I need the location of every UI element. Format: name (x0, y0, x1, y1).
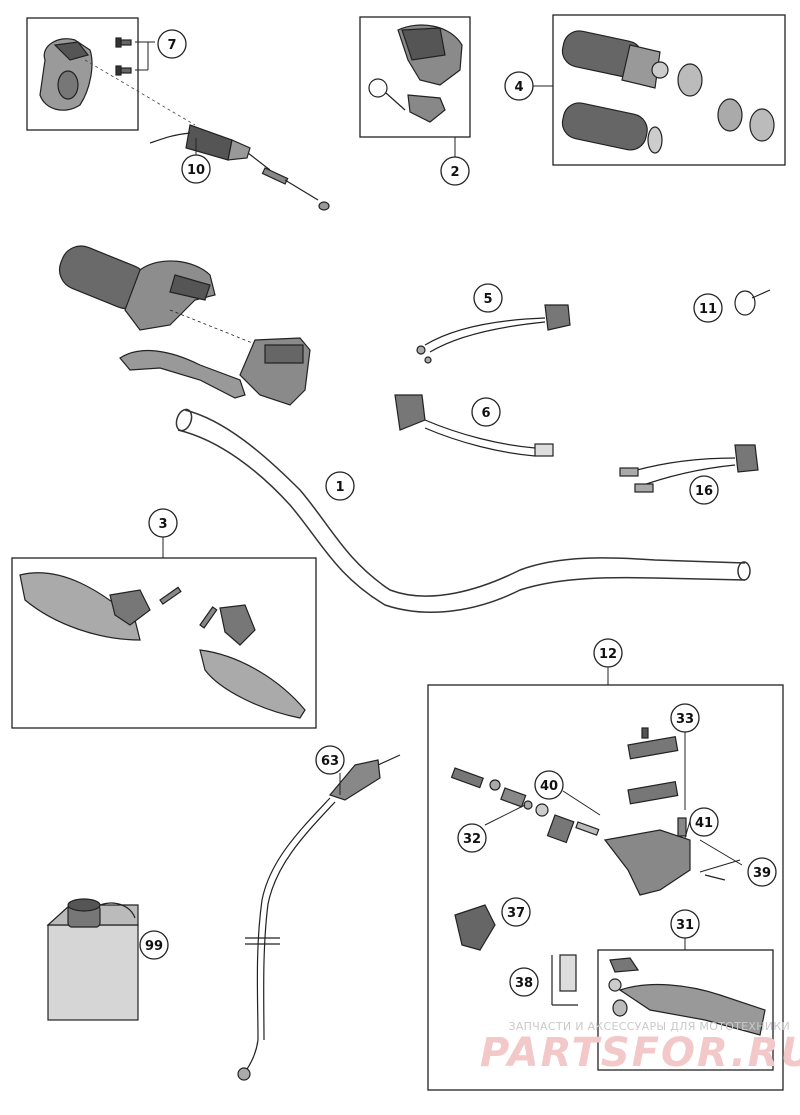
callout-1: 1 (325, 471, 355, 501)
watermark-tagline: ЗАПЧАСТИ И АКСЕССУАРЫ ДЛЯ МОТОТЕХНИКИ (508, 1020, 790, 1033)
callout-2: 2 (440, 156, 470, 186)
handlebar (175, 408, 751, 613)
callout-3-label: 3 (158, 517, 167, 532)
callout-11-label: 11 (699, 302, 717, 317)
wiring-16 (619, 444, 759, 493)
clutch-parts (450, 727, 766, 1036)
throttle-tube (149, 124, 330, 211)
callout-7: 7 (157, 29, 187, 59)
callout-12-label: 12 (599, 647, 617, 662)
callout-37: 37 (501, 897, 531, 927)
callout-41-label: 41 (695, 816, 713, 831)
callout-39-label: 39 (753, 866, 771, 881)
grips (561, 30, 775, 154)
callout-33-label: 33 (676, 712, 694, 727)
callout-32-label: 32 (463, 832, 481, 847)
throttle-housing (39, 37, 132, 111)
callout-5: 5 (473, 283, 503, 313)
callout-4-label: 4 (514, 80, 523, 95)
clutch-cable (237, 754, 401, 1081)
wiring-6 (394, 394, 554, 457)
callout-99: 99 (139, 930, 169, 960)
callout-39: 39 (747, 857, 777, 887)
callout-7-label: 7 (167, 38, 176, 53)
callout-1-label: 1 (335, 480, 344, 495)
box-grips (552, 14, 786, 166)
callout-63-label: 63 (321, 754, 339, 769)
callout-63: 63 (315, 745, 345, 775)
callout-40: 40 (534, 770, 564, 800)
cable-tie (734, 289, 771, 316)
callout-2-label: 2 (450, 165, 459, 180)
callout-12: 12 (593, 638, 623, 668)
box-clutch-assembly (427, 684, 784, 1091)
watermark-brand: PARTSFOR.RU (480, 1030, 800, 1076)
callout-31: 31 (670, 909, 700, 939)
callout-16: 16 (689, 475, 719, 505)
callout-5-label: 5 (483, 292, 492, 307)
callout-6: 6 (471, 397, 501, 427)
callout-3: 3 (148, 508, 178, 538)
callout-38-label: 38 (515, 976, 533, 991)
callout-10-label: 10 (187, 163, 205, 178)
callout-33: 33 (670, 703, 700, 733)
callout-38: 38 (509, 967, 539, 997)
callout-4: 4 (504, 71, 534, 101)
callout-16-label: 16 (695, 484, 713, 499)
box-handguards (11, 557, 317, 729)
callout-99-label: 99 (145, 939, 163, 954)
fluid-bottle (46, 898, 139, 1021)
callout-37-label: 37 (507, 906, 525, 921)
callout-40-label: 40 (540, 779, 558, 794)
left-control-assembly (58, 245, 311, 406)
callout-31-label: 31 (676, 918, 694, 933)
callout-10: 10 (181, 154, 211, 184)
callout-32: 32 (457, 823, 487, 853)
box-grip-cover (359, 16, 471, 138)
handguards (19, 572, 306, 719)
callout-6-label: 6 (481, 406, 490, 421)
grip-cover (368, 24, 463, 123)
callout-11: 11 (693, 293, 723, 323)
wiring-5 (416, 304, 571, 364)
box-throttle-housing (26, 17, 139, 131)
callout-41: 41 (689, 807, 719, 837)
